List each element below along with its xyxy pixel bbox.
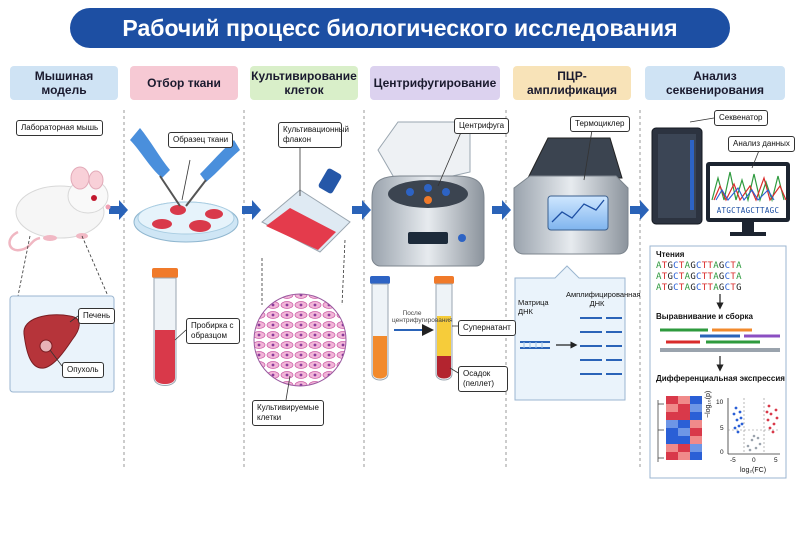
volcano-x-label: log₂(FC) <box>740 467 767 474</box>
section-dividers <box>123 110 641 470</box>
label-thermocycler: Термоциклер <box>570 116 630 132</box>
step-mouse-model: Мышиная модель <box>10 66 118 100</box>
label-tumor: Опухоль <box>62 362 104 378</box>
flow-arrows <box>109 200 649 220</box>
sequencer-illustration <box>651 127 703 225</box>
petri-dish-illustration <box>133 201 239 243</box>
label-supernatant: Супернатант <box>458 320 516 336</box>
liver-illustration <box>23 314 80 369</box>
step-centrifugation: Центрифугирование <box>370 66 500 100</box>
volcano-x-tick-2: 0 <box>752 457 756 464</box>
monitor-illustration <box>706 162 790 236</box>
volcano-y-tick-3: 10 <box>716 399 724 406</box>
monitor-sequence: ATGCTAGCTTAGC <box>716 206 780 215</box>
label-centrifuge: Центрифуга <box>454 118 510 134</box>
label-liver: Печень <box>78 308 116 324</box>
read-2: ATGCTAGCTTAGCTA <box>656 272 742 282</box>
step-tissue-sampling: Отбор ткани <box>130 66 238 100</box>
label-amplified-dna: Амплифицированная ДНК <box>566 290 641 308</box>
volcano-x-tick-1: -5 <box>730 457 736 464</box>
diff-expression-title: Дифференциальная экспрессия <box>656 374 785 383</box>
sample-tube-illustration <box>152 268 178 386</box>
label-data-analysis: Анализ данных <box>728 136 795 152</box>
before-tube-illustration <box>370 276 390 381</box>
volcano-x-tick-3: 5 <box>774 457 778 464</box>
cultured-cells-illustration <box>253 293 347 387</box>
step-cell-culture: Культивирование клеток <box>250 66 358 100</box>
after-tube-illustration <box>434 276 454 381</box>
step-sequencing: Анализ секвенирования <box>645 66 785 100</box>
thermocycler-illustration <box>513 137 629 255</box>
gloved-hands-illustration <box>130 128 240 207</box>
label-lab-mouse: Лабораторная мышь <box>16 120 104 136</box>
reads-title: Чтения <box>656 250 685 259</box>
heatmap-illustration <box>657 396 702 462</box>
label-sample-tube: Пробирка с образцом <box>186 318 240 344</box>
volcano-plot-illustration <box>727 398 780 455</box>
read-1: ATGCTAGCTTAGCTA <box>656 261 742 271</box>
culture-flask-illustration <box>261 168 351 253</box>
volcano-y-tick-2: 5 <box>720 425 724 432</box>
label-culture-flask: Культивационный флакон <box>278 122 349 148</box>
label-tissue-sample: Образец ткани <box>168 132 234 148</box>
label-template-dna: Матрица ДНК <box>518 298 549 316</box>
pcr-detail-panel <box>514 265 626 401</box>
label-sequencer: Секвенатор <box>714 110 768 126</box>
centrifuge-illustration <box>371 121 485 267</box>
read-3: ATGCTAGCTTAGCTG <box>656 283 742 293</box>
label-after-centrifugation: После центрифугирования <box>392 310 453 324</box>
page-title: Рабочий процесс биологического исследова… <box>70 8 730 48</box>
volcano-y-tick-1: 0 <box>720 449 724 456</box>
mouse-illustration <box>8 166 111 252</box>
alignment-reads <box>660 328 780 352</box>
label-cultured-cells: Культивируемые клетки <box>252 400 324 426</box>
template-dna-illustration <box>520 341 550 349</box>
step-pcr: ПЦР-амплификация <box>513 66 631 100</box>
label-pellet: Осадок (пеллет) <box>458 366 508 392</box>
amplified-dna-illustration <box>580 317 622 375</box>
volcano-y-label: −log₁₀(p) <box>705 390 712 418</box>
alignment-title: Выравнивание и сборка <box>656 312 753 321</box>
